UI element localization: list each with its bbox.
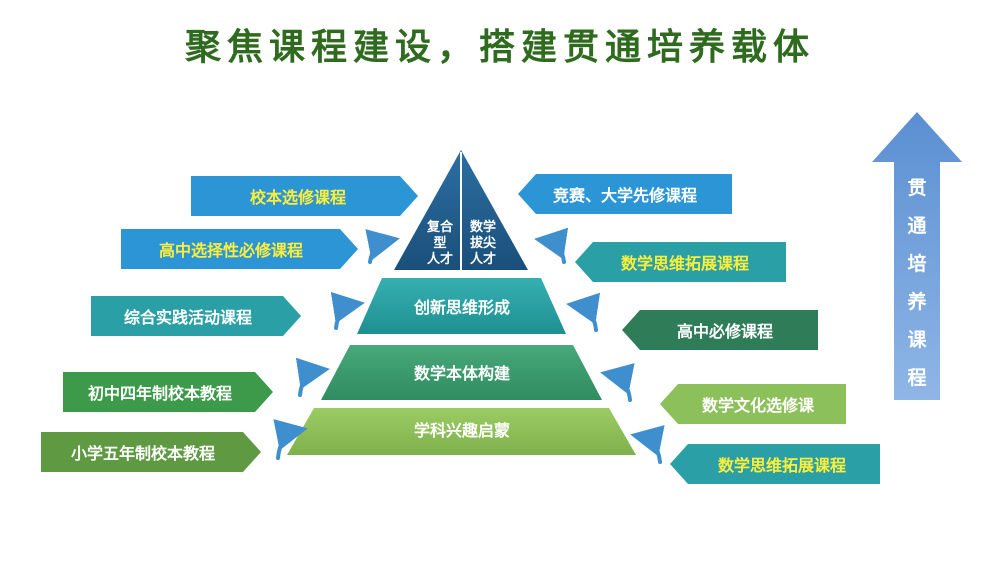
level-creative-thinking-label: 创新思维形成	[413, 298, 510, 317]
curved-arrow-icon	[365, 229, 400, 264]
apex-left-line-3: 人才	[427, 251, 453, 267]
callout-label: 数学思维拓展课程	[621, 254, 749, 273]
side-arrow-char-1: 贯	[907, 177, 926, 199]
callout-label: 校本选修课程	[250, 188, 346, 207]
connector-arrows	[273, 227, 665, 464]
side-arrow-char-4: 养	[906, 290, 926, 313]
right-callout-math-thinking-1: 数学思维拓展课程	[575, 242, 786, 282]
level-interest-label: 学科兴趣启蒙	[414, 421, 510, 440]
apex-right-line-3: 人才	[470, 251, 496, 267]
curved-arrow-icon	[330, 291, 365, 330]
pyramid-level-interest: 学科兴趣启蒙	[287, 408, 636, 455]
apex-left-line-2: 型	[433, 235, 446, 251]
curved-arrow-icon	[295, 357, 330, 397]
callout-label: 初中四年制校本教程	[88, 384, 232, 403]
left-callout-junior-four-year: 初中四年制校本教程	[63, 372, 273, 412]
right-callout-math-thinking-2: 数学思维拓展课程	[670, 444, 880, 484]
left-callout-school-elective: 校本选修课程	[191, 176, 418, 216]
callout-label: 竞赛、大学先修课程	[553, 186, 697, 205]
callout-label: 高中必修课程	[677, 322, 773, 341]
side-arrow-char-3: 培	[907, 252, 926, 275]
right-callout-competition-university: 竞赛、大学先修课程	[518, 174, 732, 214]
left-callout-hs-selective-required: 高中选择性必修课程	[121, 229, 358, 269]
callout-label: 综合实践活动课程	[124, 308, 252, 327]
callout-label: 小学五年制校本教程	[71, 444, 215, 463]
apex-left-line-1: 复合	[426, 219, 454, 235]
side-arrow-char-5: 课	[907, 329, 927, 351]
left-callout-primary-five-year: 小学五年制校本教程	[41, 432, 261, 472]
callout-label: 高中选择性必修课程	[159, 241, 303, 260]
apex-right-line-1: 数学	[470, 219, 496, 235]
pyramid-level-math-core: 数学本体构建	[321, 345, 602, 400]
side-arrow-char-6: 程	[907, 367, 926, 389]
page-title: 聚焦课程建设，搭建贯通培养载体	[184, 26, 815, 68]
curved-arrow-icon	[273, 419, 308, 460]
curved-arrow-icon	[630, 425, 665, 464]
curved-arrow-icon	[600, 363, 635, 402]
apex-right-line-2: 拔尖	[470, 235, 496, 251]
pyramid-level-creative-thinking: 创新思维形成	[357, 278, 566, 334]
callout-label: 数学思维拓展课程	[718, 456, 846, 475]
curved-arrow-icon	[534, 227, 569, 264]
side-arrow-char-2: 通	[907, 215, 927, 237]
curved-arrow-icon	[566, 292, 601, 332]
left-callout-practice-activity: 综合实践活动课程	[91, 296, 301, 336]
pyramid-apex: 复合 型 人才 数学 拔尖 人才	[394, 150, 528, 270]
level-math-core-label: 数学本体构建	[414, 364, 510, 383]
side-up-arrow-icon: 贯	[872, 112, 962, 400]
right-callout-math-culture: 数学文化选修课	[660, 384, 846, 424]
right-callout-hs-required: 高中必修课程	[622, 310, 818, 350]
callout-label: 数学文化选修课	[702, 396, 815, 415]
